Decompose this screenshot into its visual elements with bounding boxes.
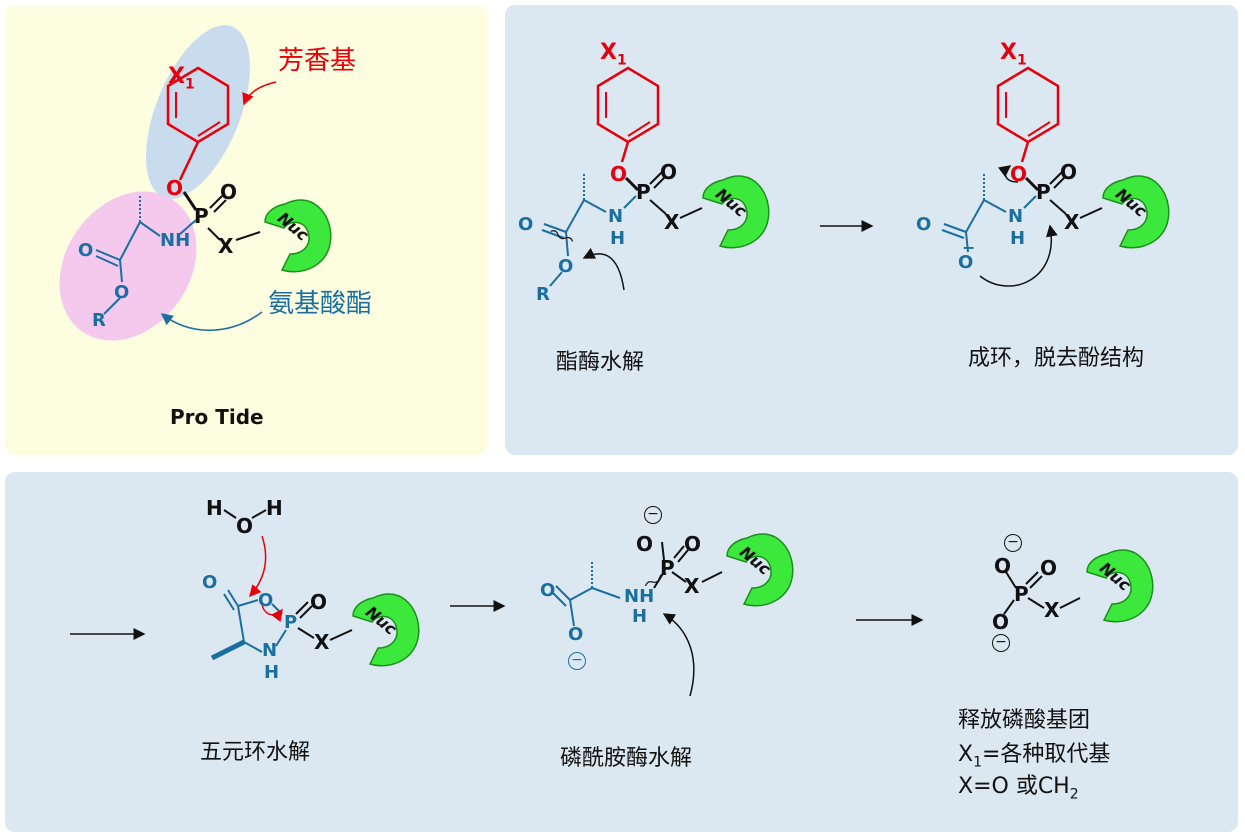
atom-o-bottom-c3: O (992, 610, 1010, 634)
charge-c2-phosphate: − (644, 506, 662, 524)
atom-x-c3: X (1044, 598, 1060, 622)
atom-h2-water: H (266, 496, 283, 520)
protide-caption: Pro Tide (170, 405, 264, 429)
x1-label-a: X1 (168, 64, 195, 93)
atom-x-b1: X (664, 210, 680, 234)
atom-nh-a: NH (160, 230, 191, 251)
atom-o-carbonyl-c1: O (202, 572, 218, 593)
atom-o-dbl-b2: O (1060, 160, 1078, 184)
caption-phosphate-release: 释放磷酸基团 (958, 708, 1091, 733)
atom-h-c1: H (264, 662, 280, 683)
atom-o-dbl-c3: O (1040, 556, 1058, 580)
atom-x-b2: X (1064, 210, 1080, 234)
atom-x-c2: X (684, 574, 700, 598)
caption-phosphoramidase: 磷酰胺酶水解 (560, 746, 693, 771)
atom-h-c2: H (632, 606, 648, 627)
x1-label-b1: X1 (600, 40, 627, 69)
aminoester-label: 氨基酸酯 (268, 289, 373, 319)
atom-n-c1: N (262, 640, 278, 661)
atom-o-anion-b2: O (958, 252, 974, 273)
atom-o-carbonyl-c2: O (540, 580, 556, 601)
atom-o-aryl-a: O (166, 176, 184, 200)
atom-p-c1: P (284, 612, 298, 633)
aryl-label-arrow (242, 81, 277, 106)
atom-o-ester-b1: O (558, 256, 574, 277)
atom-o-top-c3: O (994, 554, 1012, 578)
charge-b2: − (962, 238, 976, 257)
charge-c3-bottom: − (992, 634, 1010, 652)
atom-o-dbl-a: O (220, 180, 238, 204)
legend-x1: X1=各种取代基 (958, 742, 1111, 771)
atom-o-aryl-b2: O (1010, 162, 1028, 186)
caption-ester-hydrolysis: 酯酶水解 (556, 350, 645, 375)
panel-phosphate-release (5, 472, 1238, 832)
aminoester-highlight-ellipse (59, 191, 197, 341)
aryl-label: 芳香基 (278, 46, 357, 76)
atom-o-dbl-c2: O (684, 532, 702, 556)
atom-r-b1: R (536, 284, 550, 305)
atom-p-a: P (194, 204, 209, 228)
atom-p-c2: P (660, 556, 675, 580)
atom-o-anion-p-c2: O (636, 532, 654, 556)
panel-a-drawing (59, 25, 332, 341)
atom-o-carbonyl-a: O (78, 240, 94, 261)
legend-x: X=O 或CH2 (958, 774, 1079, 803)
atom-p-c3: P (1014, 582, 1029, 606)
caption-cyclization: 成环，脱去酚结构 (968, 346, 1145, 371)
atom-n-b2: N (1008, 206, 1024, 227)
atom-o-ring-c1: O (258, 590, 274, 611)
panel-b-drawing (541, 66, 1170, 291)
x1-label-b2: X1 (1000, 40, 1027, 69)
atom-r-a: R (92, 310, 106, 331)
aminoester-label-arrow (160, 311, 263, 331)
panel-c-drawing (70, 509, 1154, 697)
atom-o-dbl-b1: O (660, 160, 678, 184)
atom-h-b2: H (1010, 228, 1026, 249)
atom-x-a: X (218, 234, 234, 258)
atom-p-b2: P (1036, 180, 1051, 204)
atom-o-water: O (236, 514, 254, 538)
atom-p-b1: P (636, 180, 651, 204)
atom-o-carbonyl-b1: O (518, 214, 534, 235)
caption-ring-hydrolysis: 五元环水解 (200, 740, 311, 765)
charge-c3-top: − (1004, 534, 1022, 552)
atom-o-anion-c2: O (568, 624, 584, 645)
atom-x-c1: X (314, 630, 330, 654)
atom-o-aryl-b1: O (610, 162, 628, 186)
atom-nh-c2: NH (624, 586, 655, 607)
aryl-highlight-ellipse (145, 25, 251, 199)
atom-o-dbl-c1: O (310, 590, 328, 614)
atom-o-carbonyl-b2: O (916, 214, 932, 235)
charge-c2-carboxylate: − (568, 652, 586, 670)
atom-h1-water: H (206, 496, 223, 520)
atom-n-b1: N (608, 206, 624, 227)
atom-h-b1: H (610, 228, 626, 249)
atom-o-ester-a: O (114, 282, 130, 303)
